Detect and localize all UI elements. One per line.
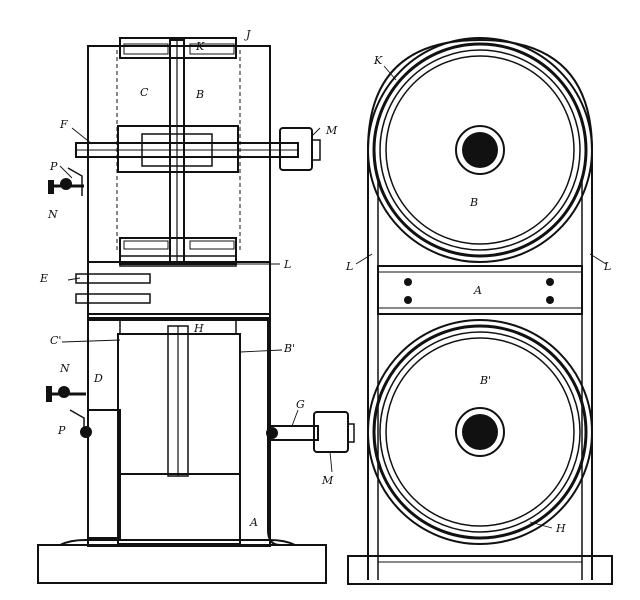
lower-wheel-rim xyxy=(367,319,593,545)
lower-wheel-bottom xyxy=(117,473,241,545)
upper-wheel-rim xyxy=(367,37,593,263)
upper-wheel-axle xyxy=(475,145,485,155)
label-b: B xyxy=(195,88,204,101)
crossbar-bolt-2 xyxy=(404,296,412,304)
upper-wheel-rim-2 xyxy=(372,42,588,258)
bolt-e-lower xyxy=(75,293,151,304)
frame-outer xyxy=(367,38,593,580)
leader-lines-left xyxy=(59,127,333,473)
label-l-right-outer: L xyxy=(345,260,353,273)
lower-wheel-rim-2 xyxy=(372,324,588,540)
lower-wheel-face xyxy=(385,337,575,527)
pulley-m-bottom-boss xyxy=(347,423,355,443)
lower-wheel-hub-inner xyxy=(467,419,493,445)
base-plate-left xyxy=(37,544,327,584)
label-l-right-inner: L xyxy=(603,260,611,273)
label-n-bottom: N xyxy=(59,362,70,375)
lower-wheel-rim-3 xyxy=(379,331,581,533)
middle-coil xyxy=(119,237,237,265)
lower-wheel-axle xyxy=(475,427,485,437)
binding-screw-bottom xyxy=(46,386,92,438)
middle-coil-winding-right xyxy=(189,240,235,250)
label-j: J xyxy=(244,28,251,41)
label-p-bottom: P xyxy=(57,424,66,437)
label-d: D xyxy=(93,372,103,385)
shaft-g-collar xyxy=(266,427,278,439)
base-curve-left xyxy=(59,539,296,546)
crossbar-bolt-1 xyxy=(404,278,412,286)
label-m-bottom: M xyxy=(321,474,334,487)
pulley-m-top-boss xyxy=(311,139,321,161)
label-p-top: P xyxy=(49,160,58,173)
right-end-view: K B L L A B' H xyxy=(345,37,613,585)
label-k-top: K xyxy=(195,40,205,53)
crossbar-bolt-4 xyxy=(546,296,554,304)
label-h-right: H xyxy=(555,522,566,535)
frame-a-edge xyxy=(267,320,281,546)
label-c1: C' xyxy=(50,334,61,347)
shaft-chamber xyxy=(117,125,239,173)
middle-coil-winding-left xyxy=(123,240,169,250)
left-sectional-view: J K C B F M P N L E C' H B' N D P G M A xyxy=(37,28,355,584)
label-b1-right: B' xyxy=(479,374,491,387)
label-b-right: B xyxy=(469,196,478,209)
label-n-top: N xyxy=(47,208,58,221)
label-c: C xyxy=(140,86,149,99)
lower-wheel-hub-outer xyxy=(455,407,505,457)
leader-lines-right xyxy=(355,65,607,529)
upper-wheel-hub-inner xyxy=(467,137,493,163)
upper-wheel-hub-outer xyxy=(455,125,505,175)
label-e: E xyxy=(39,272,48,285)
label-h-left: H xyxy=(193,322,204,335)
binding-screw-top xyxy=(48,167,84,196)
label-l-left: L xyxy=(283,258,291,271)
label-a-right: A xyxy=(473,284,482,297)
label-k-right: K xyxy=(373,54,383,67)
pulley-m-bottom xyxy=(313,411,349,453)
upper-housing xyxy=(87,45,271,315)
top-coil-winding-left xyxy=(123,43,169,55)
label-g: G xyxy=(296,398,305,411)
crossbar-bolt-3 xyxy=(546,278,554,286)
upper-wheel-rim-3 xyxy=(379,49,581,251)
top-coil-winding-right xyxy=(189,43,235,55)
label-a-left: A xyxy=(249,516,258,529)
pulley-d xyxy=(87,409,121,539)
middle-coil-plate xyxy=(119,255,237,267)
housing-base-block xyxy=(87,261,271,321)
top-coil xyxy=(119,37,237,59)
label-f: F xyxy=(59,118,68,131)
right-base xyxy=(347,555,613,585)
crossbar-a xyxy=(377,265,583,315)
upper-wheel-face xyxy=(385,55,575,245)
label-b1-left: B' xyxy=(283,342,295,355)
label-m-top: M xyxy=(325,124,338,137)
lower-wheel-body xyxy=(117,333,241,475)
pulley-m-top xyxy=(279,127,313,171)
